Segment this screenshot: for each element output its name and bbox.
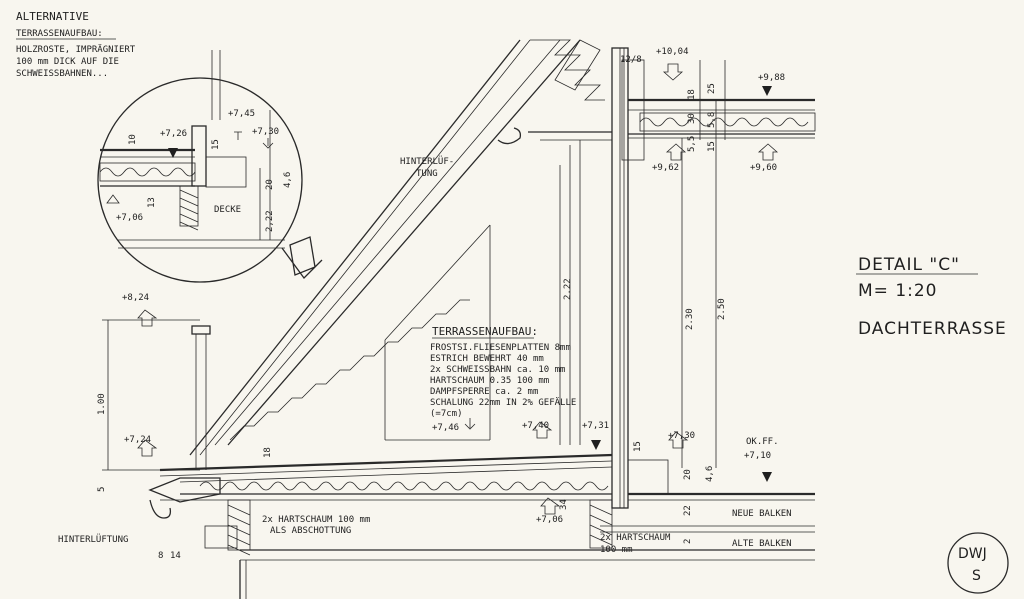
- dim-30: 30: [687, 113, 697, 124]
- neue-balken-label: NEUE BALKEN: [732, 509, 792, 519]
- title-block: DETAIL "C" M= 1:20 DACHTERRASSE: [856, 255, 1007, 339]
- dim-18-lower: 18: [263, 447, 273, 458]
- alternative-line-1: HOLZROSTE, IMPRÄGNIERT: [16, 44, 136, 55]
- alt-dim-20: 20: [265, 179, 275, 190]
- terrace-build-up-spec: TERRASSENAUFBAU: FROSTSI.FLIESENPLATTEN …: [430, 325, 576, 419]
- dim-15: 15: [707, 141, 717, 152]
- alternative-line-3: SCHWEISSBAHNEN...: [16, 69, 108, 79]
- gutter-upper: [497, 127, 522, 145]
- build-up-line-7: (=7cm): [430, 409, 463, 419]
- pointer-arrow-icon: [281, 236, 323, 279]
- alt-dim-10: 10: [128, 134, 138, 145]
- alt-level-7-30: +7,30: [252, 127, 279, 137]
- alt-level-7-26: +7,26: [160, 129, 187, 139]
- alternative-line-2: 100 mm DICK AUF DIE: [16, 57, 119, 67]
- alt-level-7-45: +7,45: [228, 109, 255, 119]
- vertical-dimensions: 2.30 2.50 2.22 1.00 5: [97, 100, 727, 492]
- dim-25: 25: [707, 83, 717, 94]
- build-up-line-5: DAMPFSPERRE ca. 2 mm: [430, 387, 538, 397]
- dim-2-lower: 2: [683, 539, 693, 544]
- alt-level-7-06: +7,06: [116, 213, 143, 223]
- upper-roof-buildup: 12/8 +10,04 +9,88 +9,62 +9,60 18 25 30 5…: [400, 47, 816, 179]
- hartschaum-left-1: 2x HARTSCHAUM 100 mm: [262, 515, 370, 525]
- dim-5-8: 5,8: [707, 112, 717, 128]
- sloped-roof: [189, 39, 605, 456]
- build-up-line-4: HARTSCHAUM 0.35 100 mm: [430, 376, 549, 386]
- build-up-line-1: FROSTSI.FLIESENPLATTEN 8mm: [430, 343, 571, 353]
- terrace-floor-buildup: +7,46 +7,40 +7,31 +7,30 +7,06 OK.FF. +7,…: [58, 418, 815, 599]
- dim-5-5: 5,5: [687, 136, 697, 152]
- dim-5: 5: [97, 487, 107, 492]
- hinterlueftung-upper-1: HINTERLÜF-: [400, 156, 454, 167]
- detail-name: DACHTERRASSE: [858, 319, 1007, 339]
- level-9-88: +9,88: [758, 73, 785, 83]
- build-up-title: TERRASSENAUFBAU:: [432, 325, 538, 338]
- level-7-46: +7,46: [432, 423, 459, 433]
- detail-circle: [97, 77, 303, 283]
- gutter-lower: [149, 499, 172, 519]
- build-up-line-3: 2x SCHWEISSBAHN ca. 10 mm: [430, 365, 565, 375]
- dim-1-00: 1.00: [97, 393, 107, 415]
- detail-title: DETAIL "C": [858, 255, 960, 275]
- small-dim-14: 14: [170, 551, 181, 561]
- alternative-detail: ALTERNATIVE TERRASSENAUFBAU: HOLZROSTE, …: [16, 10, 323, 283]
- okff-value: +7,10: [744, 451, 771, 461]
- alt-dim-13: 13: [147, 197, 157, 208]
- level-7-24: +7,24: [124, 435, 151, 445]
- dim-18: 18: [687, 89, 697, 100]
- detail-scale: M= 1:20: [858, 281, 938, 301]
- alt-dim-4-6: 4,6: [283, 172, 293, 188]
- hinterlueftung-lower: HINTERLÜFTUNG: [58, 534, 128, 545]
- hinterlueftung-upper-2: TUNG: [416, 169, 438, 179]
- okff-label: OK.FF.: [746, 437, 779, 447]
- level-9-60: +9,60: [750, 163, 777, 173]
- small-dim-8: 8: [158, 551, 163, 561]
- stamp-line-2: S: [972, 568, 981, 584]
- railing: +8,24 +7,24: [122, 293, 211, 470]
- dim-2-22-window: 2.22: [563, 278, 573, 300]
- level-10-04: +10,04: [656, 47, 689, 57]
- dim-20-lower: 20: [683, 469, 693, 480]
- alt-dim-15: 15: [211, 139, 221, 150]
- window-size: 12/8: [620, 55, 642, 65]
- hartschaum-right-1: 2x HARTSCHAUM: [600, 533, 671, 543]
- hartschaum-left-2: ALS ABSCHOTTUNG: [270, 526, 351, 536]
- alte-balken-label: ALTE BALKEN: [732, 539, 792, 549]
- dwj-stamp: DWJ S: [947, 532, 1009, 594]
- dim-2-30: 2.30: [685, 308, 695, 330]
- level-7-06: +7,06: [536, 515, 563, 525]
- level-7-40: +7,40: [522, 421, 549, 431]
- dim-22-lower: 22: [683, 505, 693, 516]
- dim-4-6-lower: 4,6: [705, 466, 715, 482]
- window-frame: [384, 47, 645, 509]
- level-9-62: +9,62: [652, 163, 679, 173]
- alternative-title: ALTERNATIVE: [16, 10, 89, 23]
- dim-2-50: 2.50: [717, 298, 727, 320]
- level-7-31: +7,31: [582, 421, 609, 431]
- level-7-30: +7,30: [668, 431, 695, 441]
- build-up-line-2: ESTRICH BEWEHRT 40 mm: [430, 354, 544, 364]
- stamp-line-1: DWJ: [958, 546, 987, 562]
- hartschaum-right-2: 100 mm: [600, 545, 633, 555]
- level-8-24: +8,24: [122, 293, 149, 303]
- alt-dim-2-22: 2,22: [265, 210, 275, 232]
- alternative-subtitle: TERRASSENAUFBAU:: [16, 29, 103, 39]
- dim-15-lower: 15: [633, 441, 643, 452]
- alt-decke-label: DECKE: [214, 205, 241, 215]
- dim-34: 34: [559, 499, 569, 510]
- build-up-line-6: SCHALUNG 22mm IN 2% GEFÄLLE: [430, 397, 576, 408]
